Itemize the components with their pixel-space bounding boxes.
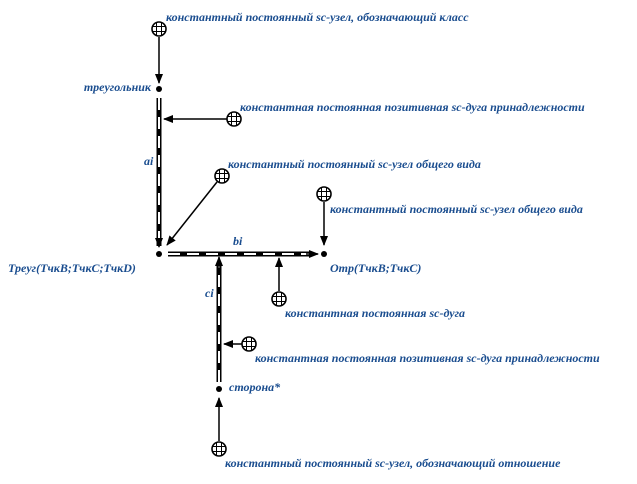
general-node-1-icon <box>214 168 230 184</box>
relation-node-label: константный постоянный sc-узел, обознача… <box>225 456 561 470</box>
membership-arc-top-label: константная постоянная позитивная sc-дуг… <box>240 100 585 114</box>
segment-dot <box>321 251 327 257</box>
relation-node-icon <box>211 441 227 457</box>
membership-arc-bottom-label: константная постоянная позитивная sc-дуг… <box>255 351 600 365</box>
class-node-label: константный постоянный sc-узел, обознача… <box>166 10 469 24</box>
membership-arc-node-bottom-icon <box>241 336 257 352</box>
arc-ai-label: ai <box>144 154 154 168</box>
const-arc-node-icon <box>271 291 287 307</box>
side-label: сторона* <box>229 380 281 394</box>
general-node-2-icon <box>316 186 332 202</box>
arc-bi-label: bi <box>233 234 243 248</box>
const-arc-label: константная постоянная sc-дуга <box>285 306 465 320</box>
general-node-2-label: константный постоянный sc-узел общего ви… <box>330 202 583 216</box>
triangle-label: треугольник <box>84 80 152 94</box>
class-node-icon <box>151 21 167 37</box>
side-dot <box>216 386 222 392</box>
triangle-instance-dot <box>156 251 162 257</box>
triangle-instance-label: Треуг(ТчкВ;ТчкС;ТчкD) <box>8 261 136 275</box>
segment-label: Отр(ТчкВ;ТчкС) <box>330 261 421 275</box>
general-node-1-label: константный постоянный sc-узел общего ви… <box>228 157 481 171</box>
arc-ci-label: ci <box>205 286 214 300</box>
membership-arc-node-top-icon <box>226 111 242 127</box>
triangle-dot <box>156 86 162 92</box>
arrow-general1-to-instance <box>166 181 218 246</box>
